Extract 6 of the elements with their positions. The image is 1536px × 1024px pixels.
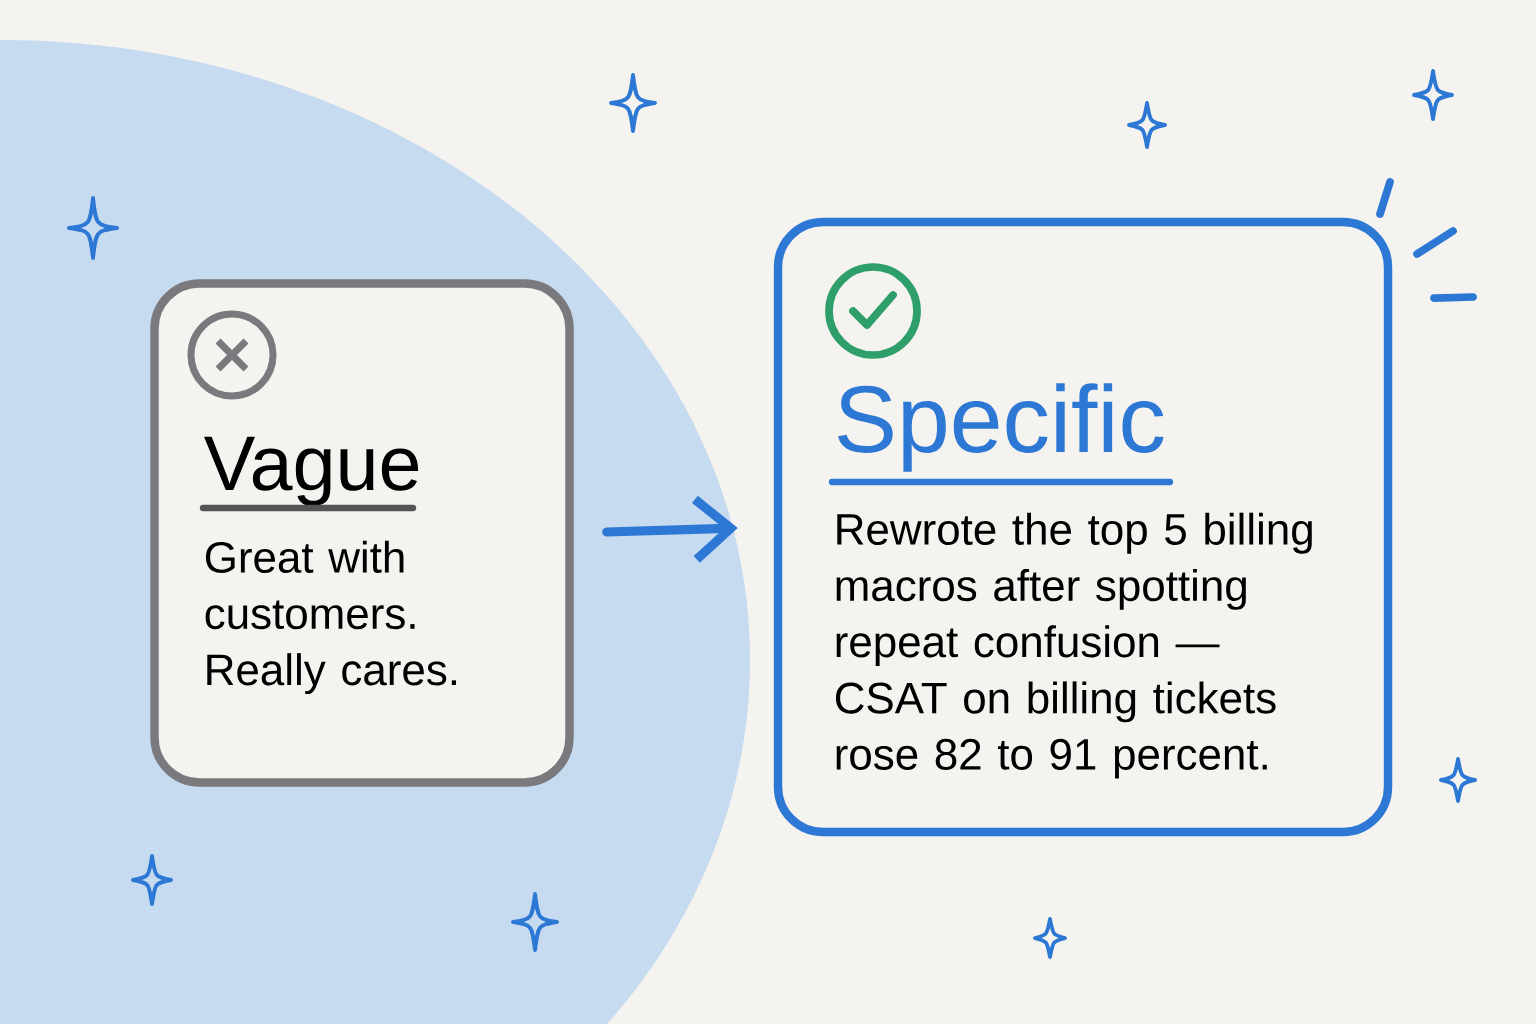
heading: Vague: [204, 436, 419, 507]
body-text: Rewrote the top 5 billing macros after spotting repeat confusion — CSAT on billing tickets rose 82 to 91 percent.: [835, 512, 1312, 779]
heading: Specific: [838, 383, 1164, 472]
card: [150, 279, 574, 787]
body-text: Great with customers. Really cares.: [205, 540, 456, 695]
card: [773, 217, 1393, 837]
